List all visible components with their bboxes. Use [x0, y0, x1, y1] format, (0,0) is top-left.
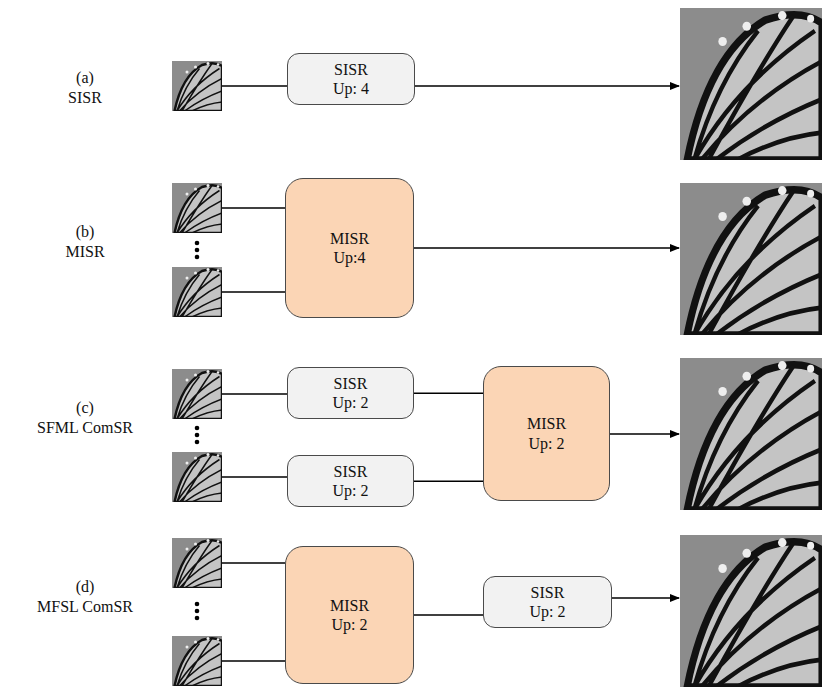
box-text: Up: 2	[333, 481, 369, 500]
input-thumbnails	[172, 61, 222, 686]
box-text: SISR	[334, 374, 368, 393]
output-images	[680, 8, 822, 687]
box-text: SISR	[334, 462, 368, 481]
row-label: SISR	[68, 88, 102, 107]
box-text: Up: 2	[529, 434, 565, 453]
row-label: (b)	[76, 222, 95, 241]
box-text: MISR	[527, 414, 566, 433]
row-label: SFML ComSR	[37, 418, 133, 437]
row-label: MFSL ComSR	[37, 597, 133, 616]
box-text: MISR	[330, 229, 369, 248]
sisr-box: SISRUp: 4	[287, 53, 415, 105]
row-label: MISR	[65, 242, 104, 261]
row-label: (c)	[76, 398, 94, 417]
output-arrows	[414, 86, 679, 598]
box-text: Up:4	[334, 248, 366, 267]
row-label: (d)	[76, 577, 95, 596]
row-label: (a)	[76, 68, 94, 87]
box-text: MISR	[330, 596, 369, 615]
connector-line	[414, 614, 483, 616]
sisr-box: SISRUp: 2	[287, 455, 414, 507]
misr-box: MISRUp: 2	[285, 546, 414, 684]
box-text: Up: 4	[333, 79, 369, 98]
misr-box: MISRUp: 2	[483, 366, 610, 501]
box-text: Up: 2	[332, 615, 368, 634]
connector-line	[414, 392, 483, 394]
misr-box: MISRUp:4	[285, 178, 414, 318]
feed-lines	[222, 86, 287, 661]
sisr-box: SISRUp: 2	[483, 576, 612, 628]
box-text: Up: 2	[530, 602, 566, 621]
box-text: SISR	[531, 583, 565, 602]
sisr-box: SISRUp: 2	[287, 367, 414, 419]
box-text: SISR	[334, 60, 368, 79]
box-text: Up: 2	[333, 393, 369, 412]
ellipsis-dots	[195, 241, 200, 621]
connector-line	[414, 480, 483, 482]
